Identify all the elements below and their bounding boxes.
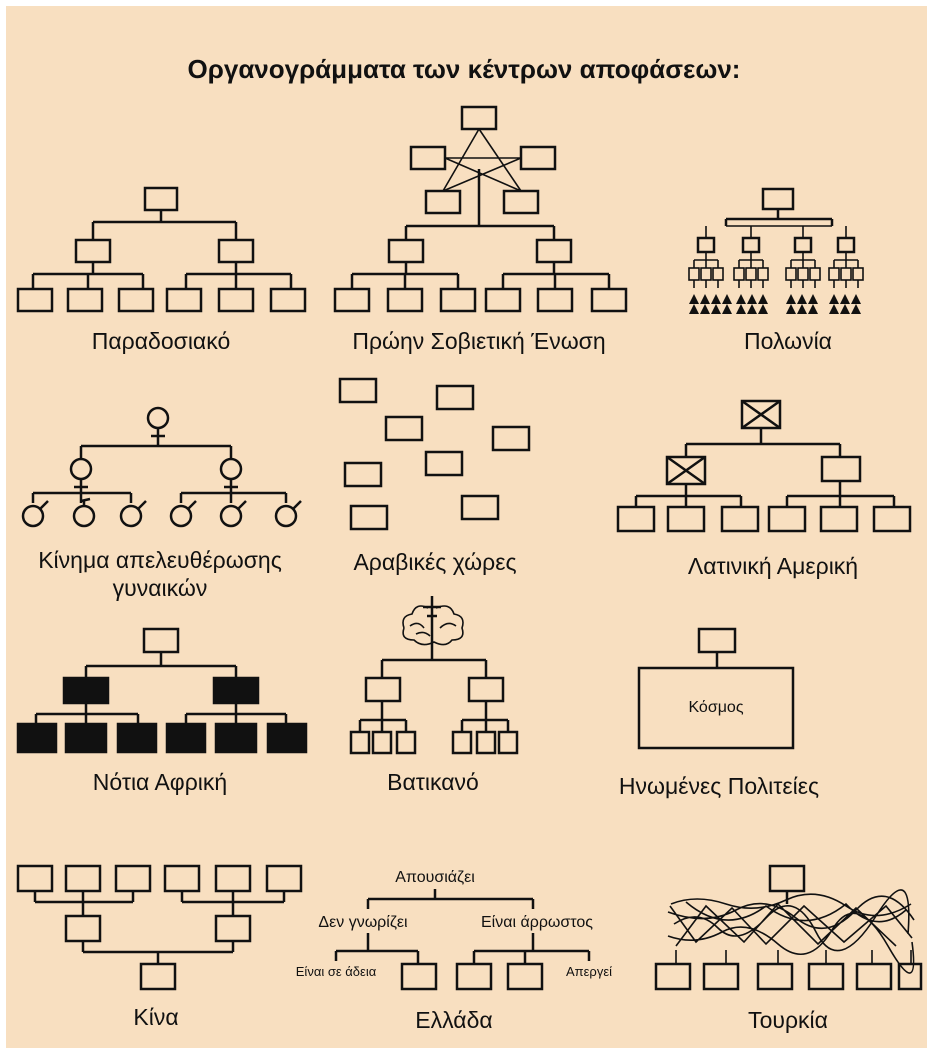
chart-womens-liberation: Κίνημα απελευθέρωσης γυναικών	[21, 406, 302, 601]
caption-south-africa: Νότια Αφρική	[93, 769, 227, 795]
chart-vatican: Βατικανό	[349, 596, 519, 795]
org-charts-figure: Οργανογράμματα των κέντρων αποφάσεων: Πα…	[16, 54, 923, 1033]
figure-title: Οργανογράμματα των κέντρων αποφάσεων:	[188, 54, 741, 84]
caption-greece: Ελλάδα	[415, 1007, 492, 1033]
greece-node-bottom-left: Είναι σε άδεια	[296, 964, 377, 979]
caption-china: Κίνα	[133, 1004, 178, 1030]
caption-turkey: Τουρκία	[748, 1007, 828, 1033]
chart-turkey: Τουρκία	[654, 864, 923, 1033]
caption-womens-lib-line1: Κίνημα απελευθέρωσης	[38, 547, 282, 573]
caption-womens-lib-line2: γυναικών	[113, 575, 208, 601]
chart-ussr: Πρώην Σοβιετική Ένωση	[333, 105, 628, 354]
caption-latin-america: Λατινική Αμερική	[688, 553, 858, 579]
greece-node-right: Είναι άρρωστος	[481, 914, 593, 931]
chart-arab-countries: Αραβικές χώρες	[338, 377, 531, 575]
caption-ussr: Πρώην Σοβιετική Ένωση	[352, 328, 605, 354]
chart-south-africa: Νότια Αφρική	[16, 627, 308, 795]
usa-world-box-label: Κόσμος	[688, 699, 743, 716]
greece-node-left: Δεν γνωρίζει	[318, 914, 408, 931]
caption-vatican: Βατικανό	[387, 769, 479, 795]
caption-poland: Πολωνία	[744, 328, 832, 354]
chart-greece: Απουσιάζει Δεν γνωρίζει Είναι άρρωστος Ε…	[296, 869, 612, 1033]
diagram-canvas: Οργανογράμματα των κέντρων αποφάσεων: Πα…	[6, 6, 927, 1048]
caption-usa: Ηνωμένες Πολιτείες	[619, 773, 819, 799]
greece-node-top: Απουσιάζει	[395, 869, 475, 886]
caption-arab: Αραβικές χώρες	[353, 549, 516, 575]
caption-traditional: Παραδοσιακό	[92, 328, 231, 354]
chart-poland: Πολωνία	[688, 187, 864, 354]
greece-node-bottom-right: Απεργεί	[566, 964, 612, 979]
chart-latin-america: Λατινική Αμερική	[616, 399, 912, 579]
chart-traditional: Παραδοσιακό	[16, 186, 307, 354]
chart-china: Κίνα	[16, 864, 303, 1030]
chart-usa: Κόσμος Ηνωμένες Πολιτείες	[619, 627, 819, 799]
